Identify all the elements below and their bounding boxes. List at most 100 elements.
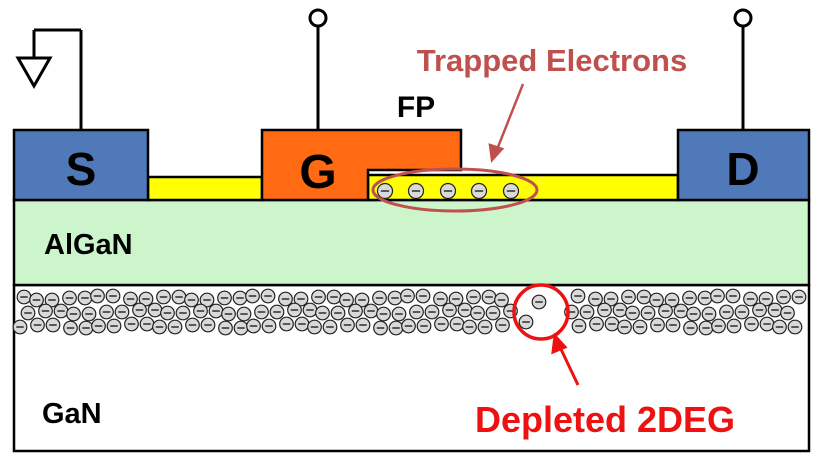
2deg-electron <box>604 316 620 332</box>
2deg-electron <box>16 289 32 305</box>
2deg-electron <box>29 292 44 308</box>
2deg-electron <box>44 292 60 308</box>
2deg-electron <box>387 290 403 306</box>
2deg-electron <box>363 303 379 319</box>
2deg-electron <box>494 292 509 308</box>
2deg-electron <box>139 316 155 332</box>
2deg-electron <box>448 291 464 307</box>
2deg-electron <box>245 288 260 304</box>
2deg-electron <box>147 302 163 318</box>
2deg-electron <box>477 319 493 335</box>
2deg-electron <box>315 305 330 321</box>
2deg-electron <box>254 304 269 320</box>
2deg-electron <box>409 304 424 320</box>
2deg-electron <box>160 305 175 321</box>
2deg-electron <box>391 306 407 322</box>
2deg-electron <box>106 318 122 334</box>
trapped-electron <box>376 182 394 200</box>
2deg-electron <box>208 303 224 319</box>
2deg-electron <box>776 289 791 305</box>
2deg-electron <box>354 292 370 308</box>
depleted-2deg-circle <box>512 283 570 341</box>
2deg-electron <box>442 302 457 318</box>
2deg-electron <box>481 289 497 305</box>
2deg-electron <box>326 289 342 305</box>
2deg-electron <box>787 319 803 335</box>
2deg-electron <box>175 305 191 321</box>
2deg-electron <box>758 291 774 307</box>
2deg-electron <box>269 304 285 320</box>
2deg-electron <box>193 303 208 319</box>
ground-symbol <box>15 28 83 130</box>
2deg-electron <box>664 292 680 308</box>
2deg-electron <box>78 320 94 336</box>
2deg-electron <box>132 302 147 318</box>
trapped-electrons-group <box>376 182 520 200</box>
2deg-electron <box>759 316 775 332</box>
2deg-electron <box>415 288 431 304</box>
2deg-electron <box>339 292 354 308</box>
2deg-electron <box>99 304 114 320</box>
2deg-electron <box>232 290 248 306</box>
2deg-electron <box>20 305 36 321</box>
2deg-electron <box>261 318 277 334</box>
2deg-electron <box>434 316 449 332</box>
depleted-2deg-label: Depleted 2DEG <box>475 399 735 440</box>
2deg-electron <box>233 320 249 336</box>
2deg-electron <box>518 314 534 330</box>
2deg-electron <box>698 320 714 336</box>
2deg-electron <box>744 316 759 332</box>
trapped-electron <box>407 182 425 200</box>
2deg-electron <box>217 290 232 306</box>
2deg-electron <box>66 306 81 322</box>
2deg-electron <box>597 302 612 318</box>
depleted-2deg-arrow <box>551 332 580 386</box>
2deg-electrons-group <box>12 288 807 336</box>
2deg-electron <box>376 306 391 322</box>
2deg-electron <box>665 317 681 333</box>
2deg-electron <box>307 319 322 335</box>
2deg-electron <box>152 319 167 335</box>
2deg-electron <box>719 304 734 320</box>
2deg-electron <box>81 306 97 322</box>
2deg-electron <box>457 302 473 318</box>
2deg-electron <box>200 317 216 333</box>
2deg-electron <box>640 305 656 321</box>
algan-label: AlGaN <box>44 229 133 261</box>
2deg-electron <box>199 292 215 308</box>
passivation-left <box>146 175 264 202</box>
2deg-electron <box>636 289 652 305</box>
2deg-electron <box>171 289 187 305</box>
2deg-electron <box>734 304 750 320</box>
2deg-electron <box>617 319 632 335</box>
2deg-electron <box>649 292 664 308</box>
2deg-electron <box>77 290 93 306</box>
drain-label: D <box>726 143 759 195</box>
2deg-electron <box>697 290 713 306</box>
trapped-electron <box>439 182 457 200</box>
2deg-electron <box>105 288 121 304</box>
gate-label: G <box>299 146 336 199</box>
2deg-electron <box>38 303 53 319</box>
2deg-electron <box>184 292 199 308</box>
drain-terminal <box>733 8 753 130</box>
2deg-electron <box>401 318 416 334</box>
drain-contact <box>676 128 811 202</box>
2deg-electron <box>571 318 587 334</box>
source-label: S <box>66 143 97 195</box>
2deg-electron <box>791 289 807 305</box>
2deg-electron <box>726 318 742 334</box>
trapped-electron <box>502 182 520 200</box>
algan-layer <box>12 198 811 287</box>
2deg-electron <box>45 317 61 333</box>
2deg-electron <box>531 294 547 310</box>
2deg-electron <box>340 317 355 333</box>
2deg-electron <box>767 302 783 318</box>
2deg-electron <box>466 289 481 305</box>
2deg-electron <box>632 319 648 335</box>
2deg-electron <box>279 316 294 332</box>
2deg-electron <box>485 305 501 321</box>
2deg-electron <box>355 317 371 333</box>
2deg-electron <box>90 288 105 304</box>
